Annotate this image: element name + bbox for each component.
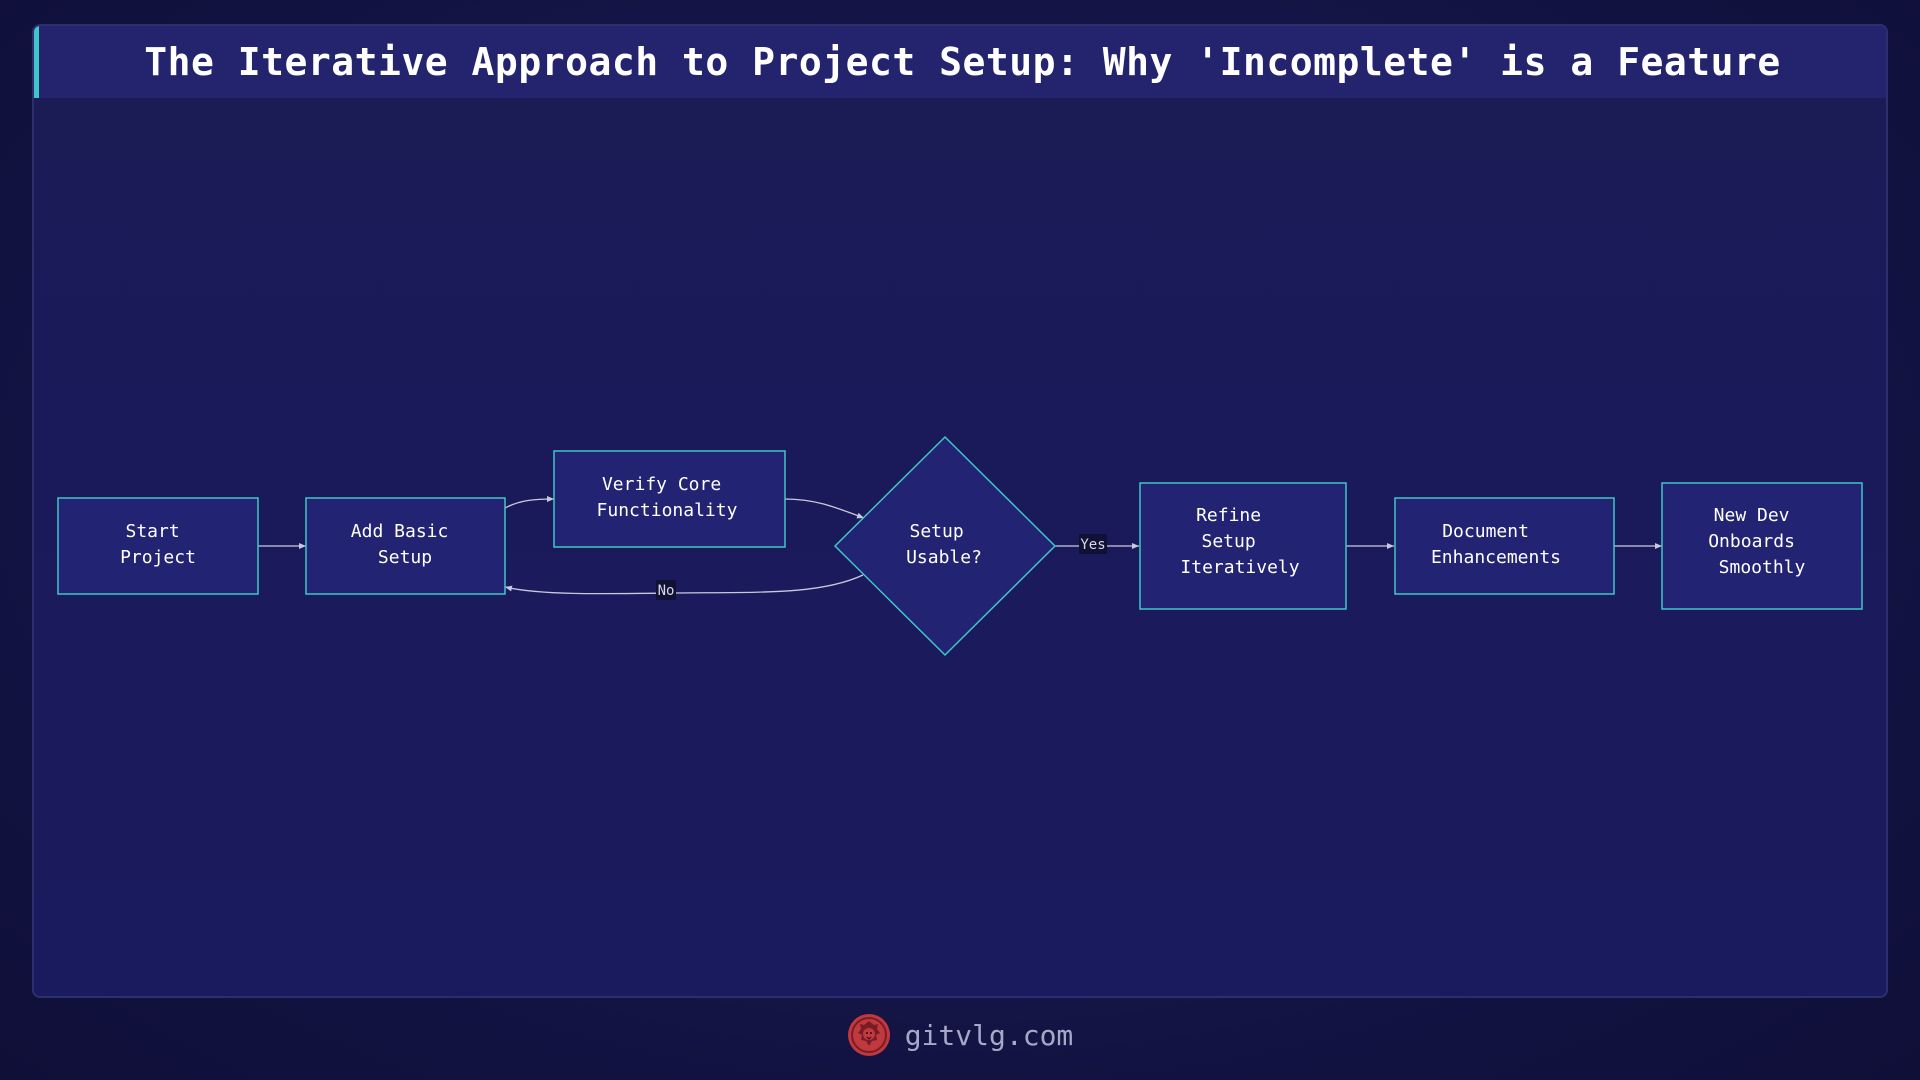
svg-text:Document Enhancements: Document Enhancements xyxy=(1431,521,1561,568)
node-decision-setup-usable: Setup Usable? xyxy=(833,435,1057,657)
edge-label-no-text: No xyxy=(658,583,675,599)
footer-site-link[interactable]: gitvlg.com xyxy=(904,1018,1074,1052)
node-verify-line-2: Functionality xyxy=(597,500,738,521)
node-onboard-line-2: Onboards xyxy=(1708,531,1795,552)
lion-logo-icon xyxy=(847,1014,890,1056)
svg-text:New Dev Onboards S: New Dev Onboards Smoothly xyxy=(1708,505,1806,578)
page-title: The Iterative Approach to Project Setup:… xyxy=(144,40,1781,84)
node-add-basic-setup: Add Basic Setup xyxy=(305,497,506,595)
node-refine-line-2: Setup xyxy=(1201,531,1255,552)
node-new-dev-onboards: New Dev Onboards Smoothly xyxy=(1661,482,1863,610)
node-onboard-line-1: New Dev xyxy=(1714,505,1790,526)
edges xyxy=(258,496,1662,595)
node-refine-line-3: Iteratively xyxy=(1180,557,1299,578)
node-verify-core-functionality: Verify Core Functionality xyxy=(553,450,786,548)
edge-label-yes-text: Yes xyxy=(1080,537,1105,553)
svg-text:Setup Usable?: Setup Usable? xyxy=(906,521,982,568)
node-basic-line-1: Add Basic xyxy=(351,521,449,542)
node-document-line-2: Enhancements xyxy=(1431,547,1561,568)
node-basic-line-2: Setup xyxy=(378,547,432,568)
node-decision-line-2: Usable? xyxy=(906,547,982,568)
edge-decision-to-basic-no xyxy=(504,574,864,595)
node-onboard-line-3: Smoothly xyxy=(1719,557,1806,578)
node-verify-line-1: Verify Core xyxy=(602,474,721,495)
node-start-line-2: Project xyxy=(120,547,196,568)
title-bar: The Iterative Approach to Project Setup:… xyxy=(34,26,1886,98)
node-start-project: Start Project xyxy=(57,497,259,595)
node-document-enhancements: Document Enhancements xyxy=(1394,497,1615,595)
edge-label-no: No xyxy=(656,580,676,600)
svg-text:Add Basic Setup: Add Basic Setup xyxy=(351,521,459,568)
edge-verify-to-decision xyxy=(784,498,865,519)
svg-text:Start Project: Start Project xyxy=(120,521,196,568)
node-document-line-1: Document xyxy=(1442,521,1529,542)
node-start-line-1: Start xyxy=(125,521,179,542)
node-refine-setup-iteratively: Refine Setup Iteratively xyxy=(1139,482,1347,610)
node-refine-line-1: Refine xyxy=(1196,505,1261,526)
svg-text:Verify Core Functionalit: Verify Core Functionality xyxy=(597,474,738,521)
edge-label-yes: Yes xyxy=(1079,534,1107,554)
edge-basic-to-verify xyxy=(504,496,555,509)
svg-text:Refine Setup Itera: Refine Setup Iteratively xyxy=(1180,505,1299,578)
footer: gitvlg.com xyxy=(0,1008,1920,1062)
node-decision-line-1: Setup xyxy=(909,521,963,542)
